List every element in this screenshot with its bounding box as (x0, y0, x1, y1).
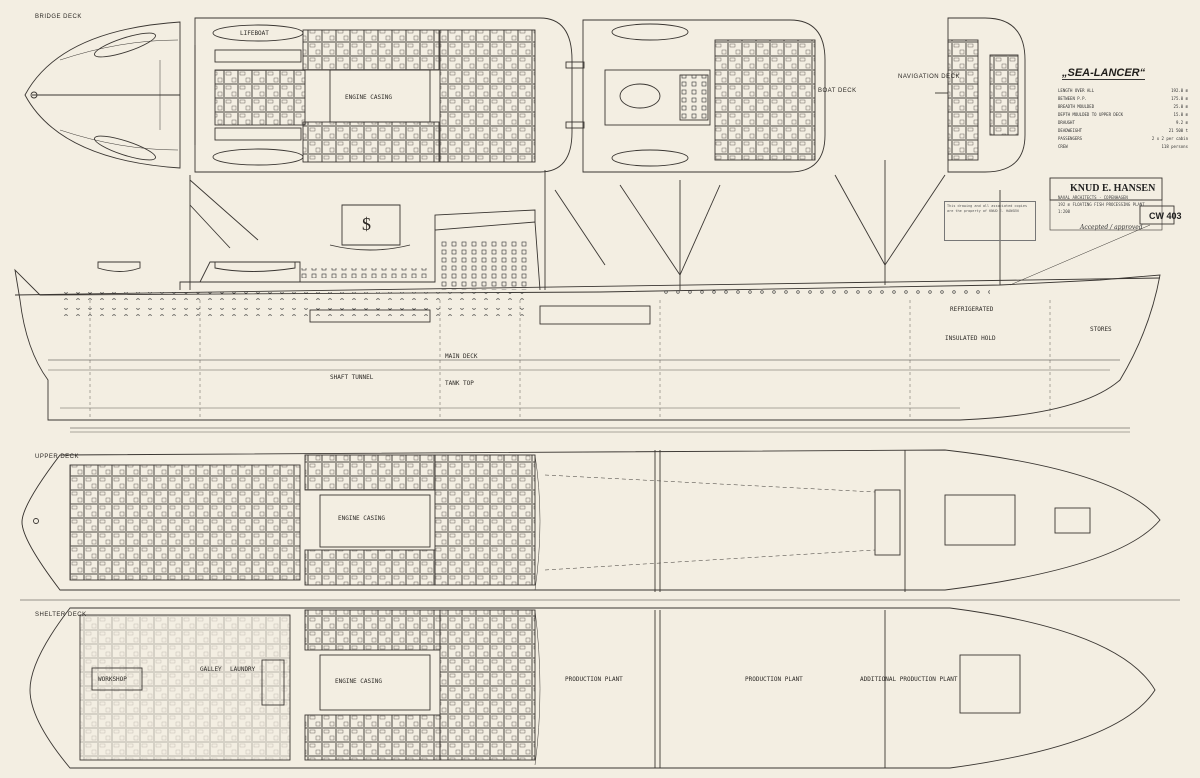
production-plant-label-2: PRODUCTION PLANT (745, 676, 803, 683)
drawing-number: CW 403 (1149, 211, 1182, 221)
particular-label: DEADWEIGHT (1058, 128, 1083, 133)
particulars-row: DEADWEIGHT 21 500 t (1058, 128, 1188, 133)
particular-value: 118 persons (1161, 144, 1189, 149)
production-plant-label: PRODUCTION PLANT (565, 676, 623, 683)
engine-casing-label: ENGINE CASING (345, 94, 392, 101)
additional-production-plant-label: ADDITIONAL PRODUCTION PLANT (860, 676, 958, 683)
laundry-label: LAUNDRY (230, 666, 256, 673)
navigation-deck-plan (935, 17, 1026, 173)
particular-label: DRAUGHT (1058, 120, 1075, 125)
engine-casing-label-shelter: ENGINE CASING (335, 678, 382, 685)
boat-deck-plan (565, 19, 826, 173)
bridge-deck-title: BRIDGE DECK (35, 14, 82, 20)
title-block-firm: KNUD E. HANSEN (1070, 183, 1156, 194)
engine-casing-label-upper: ENGINE CASING (338, 515, 385, 522)
particulars-row: PASSENGERS 2 x 2 per cabin (1058, 136, 1188, 141)
svg-text:$: $ (362, 214, 371, 234)
approval-signature: Accepted / approved (1080, 224, 1143, 231)
particular-label: BETWEEN P.P. (1058, 96, 1087, 101)
particular-value: 25.0 m (1173, 104, 1188, 109)
upper-deck-title: UPPER DECK (35, 454, 80, 460)
particular-value: 175.0 m (1171, 96, 1188, 101)
stores-label: STORES (1090, 326, 1112, 333)
particular-label: CREW (1058, 144, 1068, 149)
galley-label: GALLEY (200, 666, 222, 673)
particulars-row: BETWEEN P.P. 175.0 m (1058, 96, 1188, 101)
particular-label: BREADTH MOULDED (1058, 104, 1095, 109)
ship-name-title: „SEA-LANCER“ (1062, 67, 1146, 80)
title-block-scale: 1:200 (1058, 209, 1071, 214)
navigation-deck-title: NAVIGATION DECK (898, 74, 960, 80)
lifeboat-label: LIFEBOAT (240, 30, 269, 37)
particulars-row: LENGTH OVER ALL 192.0 m (1058, 88, 1188, 93)
particular-value: 15.0 m (1173, 112, 1188, 117)
refrigerated-label: REFRIGERATED (950, 306, 994, 313)
title-block-project: 192 m FLOATING FISH PROCESSING PLANT (1058, 202, 1145, 207)
boat-deck-title: BOAT DECK (818, 88, 857, 94)
workshop-label: WORKSHOP (98, 676, 127, 683)
particulars-row: DRAUGHT 9.2 m (1058, 120, 1188, 125)
particulars-row: CREW 118 persons (1058, 144, 1188, 149)
bridge-deck-plan (24, 17, 573, 173)
main-deck-label: MAIN DECK (445, 353, 478, 360)
upper-deck-plan (20, 449, 1180, 601)
particular-label: PASSENGERS (1058, 136, 1083, 141)
title-block-subtitle: NAVAL ARCHITECTS · COPENHAGEN (1058, 195, 1128, 200)
particular-value: 9.2 m (1175, 120, 1188, 125)
shelter-deck-plan (29, 607, 1156, 769)
particular-label: LENGTH OVER ALL (1058, 88, 1095, 93)
shaft-tunnel-label: SHAFT TUNNEL (330, 374, 374, 381)
particulars-row: DEPTH MOULDED TO UPPER DECK 15.0 m (1058, 112, 1188, 117)
particular-value: 21 500 t (1168, 128, 1188, 133)
particular-value: 192.0 m (1171, 88, 1188, 93)
particular-label: DEPTH MOULDED TO UPPER DECK (1058, 112, 1124, 117)
tank-top-label: TANK TOP (445, 380, 474, 387)
ownership-stamp: This drawing and all associated copies a… (944, 201, 1036, 241)
shelter-deck-title: SHELTER DECK (35, 612, 87, 618)
insulated-hold-label: INSULATED HOLD (945, 335, 996, 342)
particular-value: 2 x 2 per cabin (1151, 136, 1188, 141)
particulars-row: BREADTH MOULDED 25.0 m (1058, 104, 1188, 109)
ship-profile: $ (14, 160, 1161, 433)
